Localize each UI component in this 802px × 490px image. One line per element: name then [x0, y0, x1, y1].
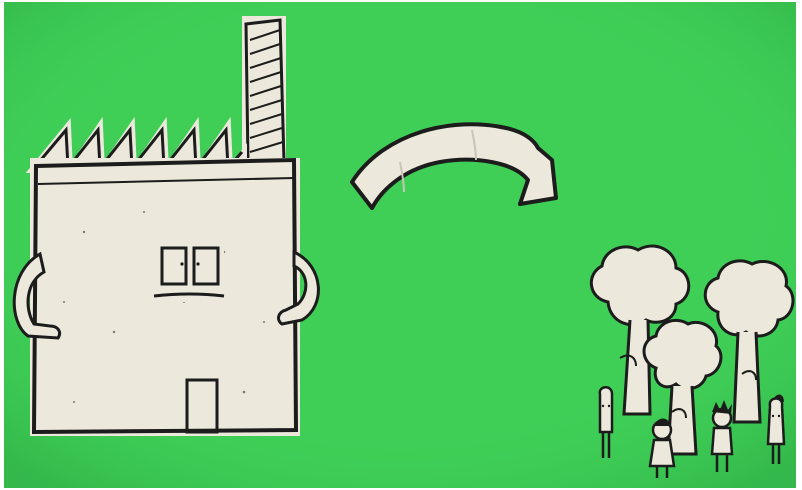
- factory-window: [154, 242, 224, 302]
- scene-illustration: [4, 2, 796, 488]
- factory-chimney: [242, 16, 286, 168]
- papercraft-scene: [4, 2, 796, 488]
